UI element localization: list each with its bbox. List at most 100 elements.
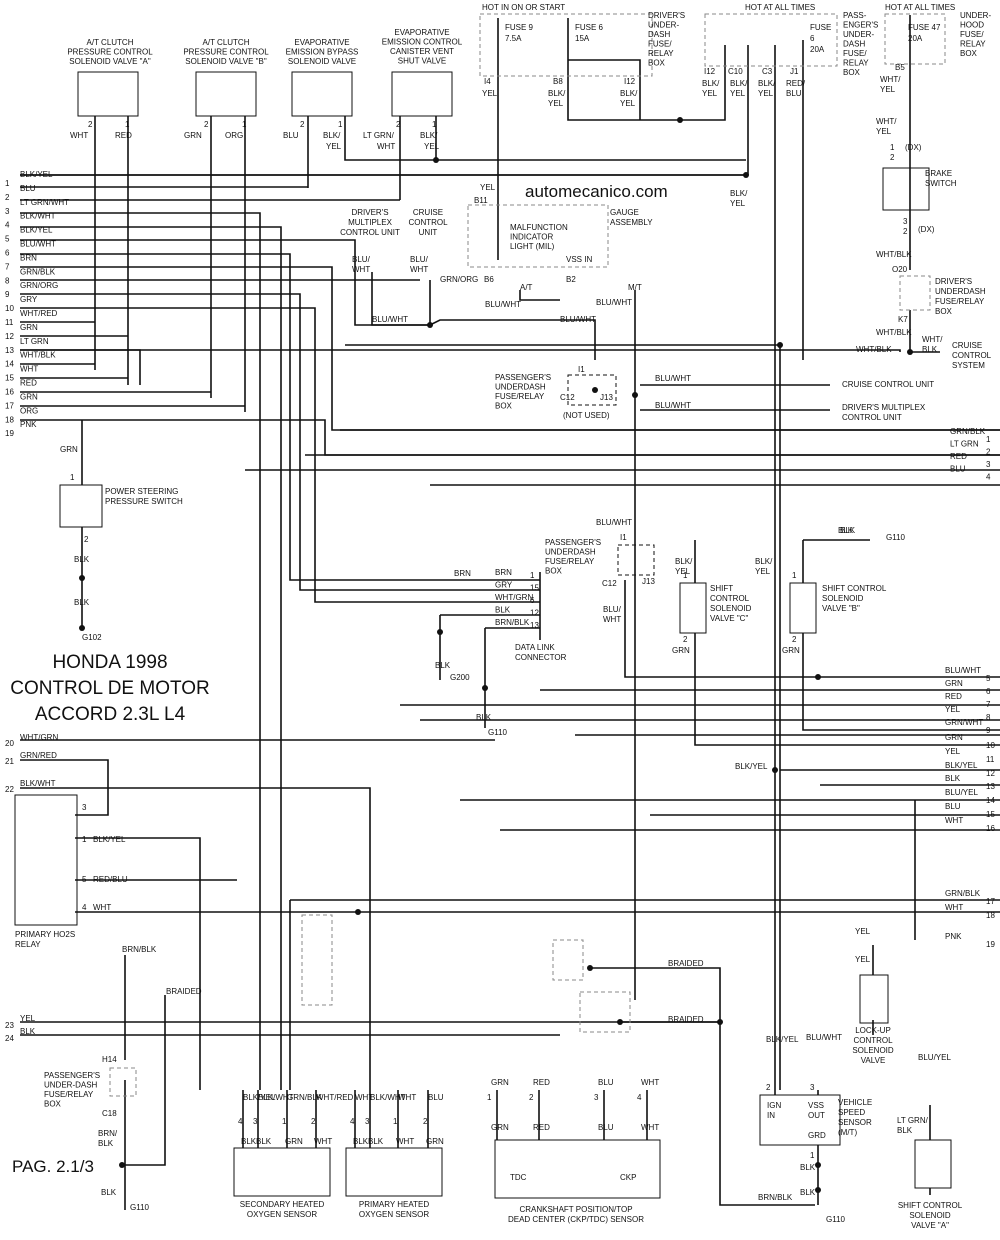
wire-color: BLU/ [603, 605, 622, 614]
right-wire-number: 4 [986, 473, 991, 482]
dlc-pin: 12 [530, 609, 539, 618]
primary-o2-label: PRIMARY HEATED [359, 1200, 429, 1209]
shift-solenoid-c-label: SOLENOID [710, 604, 752, 613]
pin: 4 [637, 1093, 642, 1102]
right-wire-number: 9 [986, 726, 991, 735]
connector-i1: I1 [620, 533, 627, 542]
fuse-9-amp: 7.5A [505, 34, 522, 43]
wire-color: RED [115, 131, 132, 140]
website-watermark: automecanico.com [525, 182, 668, 201]
left-wire-color: BLK/YEL [20, 170, 53, 179]
right-wire-color: BLK [945, 774, 961, 783]
shift-solenoid-a-label: SOLENOID [909, 1211, 951, 1220]
fuse-9-label: FUSE 9 [505, 23, 534, 32]
connector-i1: I1 [578, 365, 585, 374]
pin: 1 [282, 1117, 287, 1126]
passengers-underdash-box-label: PASS- [843, 11, 867, 20]
wire-color: BLK [922, 345, 938, 354]
wire-color: BLK/YEL [735, 762, 768, 771]
sensor-wire-color: GRN/BLK [287, 1093, 323, 1102]
wire-color: WHT/ [880, 75, 901, 84]
evap-bypass-label: EMISSION BYPASS [286, 48, 359, 57]
pin: 2 [84, 535, 89, 544]
wire-color: BLU/WHT [560, 315, 596, 324]
wire-color: BLU [283, 131, 299, 140]
connector-b5: B5 [895, 63, 905, 72]
pin: 1 [432, 120, 437, 129]
power-steering-switch-label: POWER STEERING [105, 487, 178, 496]
wire-color: YEL [620, 99, 636, 108]
left-wire-number: 18 [5, 415, 14, 424]
wire-color: YEL [880, 85, 896, 94]
wire-color: WHT [93, 903, 111, 912]
pin: 1 [810, 1151, 815, 1160]
drivers-underdash-box-2-label: BOX [935, 307, 953, 316]
mil-label: MALFUNCTION [510, 223, 568, 232]
shift-solenoid-b-label: SOLENOID [822, 594, 864, 603]
shift-solenoid-b-label: VALVE "B" [822, 604, 860, 613]
wire-color: GRN [60, 445, 78, 454]
right-wire-color: LT GRN [950, 440, 979, 449]
left-wire-number: 22 [5, 785, 14, 794]
drivers-underdash-box-label: RELAY [648, 49, 674, 58]
right-wire-color: GRN/WHT [945, 718, 983, 727]
left-wire-color: BLK/WHT [20, 779, 56, 788]
left-wire-color: BLK/WHT [20, 212, 56, 221]
wire-color: BLU/WHT [806, 1033, 842, 1042]
shift-solenoid-c-label: SHIFT [710, 584, 733, 593]
pin: 1 [70, 473, 75, 482]
shift-solenoid-a-label: VALVE "A" [911, 1221, 949, 1230]
secondary-o2-label: OXYGEN SENSOR [247, 1210, 317, 1219]
right-wire-number: 19 [986, 940, 995, 949]
wire-color: BLK/YEL [93, 835, 126, 844]
left-wire-color: GRN/RED [20, 751, 57, 760]
wire-color: BLK [800, 1163, 816, 1172]
wire-color: BLK [476, 713, 492, 722]
primary-ho2s-relay-label: RELAY [15, 940, 41, 949]
wire-color: WHT [352, 265, 370, 274]
left-wire-color: BRN [20, 253, 37, 262]
connector-c12: C12 [602, 579, 617, 588]
pin: 2 [683, 635, 688, 644]
pin: 3 [903, 217, 908, 226]
wire-color: BLK/YEL [766, 1035, 799, 1044]
sensor-wire-color: BLU [428, 1093, 444, 1102]
title-line-2: CONTROL DE MOTOR [10, 678, 210, 699]
right-wire-number: 14 [986, 796, 995, 805]
pin: 3 [82, 803, 87, 812]
wire-color: YEL [326, 142, 342, 151]
cruise-control-unit-label: CONTROL [408, 218, 448, 227]
left-wire-color: PNK [20, 420, 37, 429]
right-wire-number: 17 [986, 897, 995, 906]
right-wire-number: 12 [986, 769, 995, 778]
mil-label: LIGHT (MIL) [510, 242, 555, 251]
pin: 2 [204, 120, 209, 129]
data-link-connector-label: DATA LINK [515, 643, 555, 652]
pin: 2 [88, 120, 93, 129]
left-wire-color: BLK [20, 1027, 36, 1036]
wire-color: BLK/ [730, 79, 748, 88]
cruise-control-system-label: CONTROL [952, 351, 992, 360]
left-wire-color: GRY [20, 295, 38, 304]
wire-color: BLK/ [755, 557, 773, 566]
left-wire-number: 11 [5, 318, 14, 327]
ac-clutch-a-label: SOLENOID VALVE "A" [69, 57, 151, 66]
evap-bypass-label: EVAPORATIVE [294, 38, 349, 47]
cruise-control-unit-label: CRUISE [413, 208, 443, 217]
page-number: PAG. 2.1/3 [12, 1157, 94, 1176]
underhood-box-label: UNDER- [960, 11, 991, 20]
fuse-6b-label: FUSE [810, 23, 831, 32]
wire-color: GRN [672, 646, 690, 655]
pin: 4 [82, 903, 87, 912]
right-wire-number: 2 [986, 448, 991, 457]
right-wire-number: 8 [986, 713, 991, 722]
shift-solenoid-c-label: CONTROL [710, 594, 750, 603]
pin: 2 [396, 120, 401, 129]
right-wire-color: GRN/BLK [945, 889, 981, 898]
wire-color: BLK [435, 661, 451, 670]
wire-color: BLK/ [420, 131, 438, 140]
left-wire-number: 23 [5, 1021, 14, 1030]
cruise-control-system-label: CRUISE [952, 341, 982, 350]
passengers-box-1-label: PASSENGER'S [495, 373, 551, 382]
